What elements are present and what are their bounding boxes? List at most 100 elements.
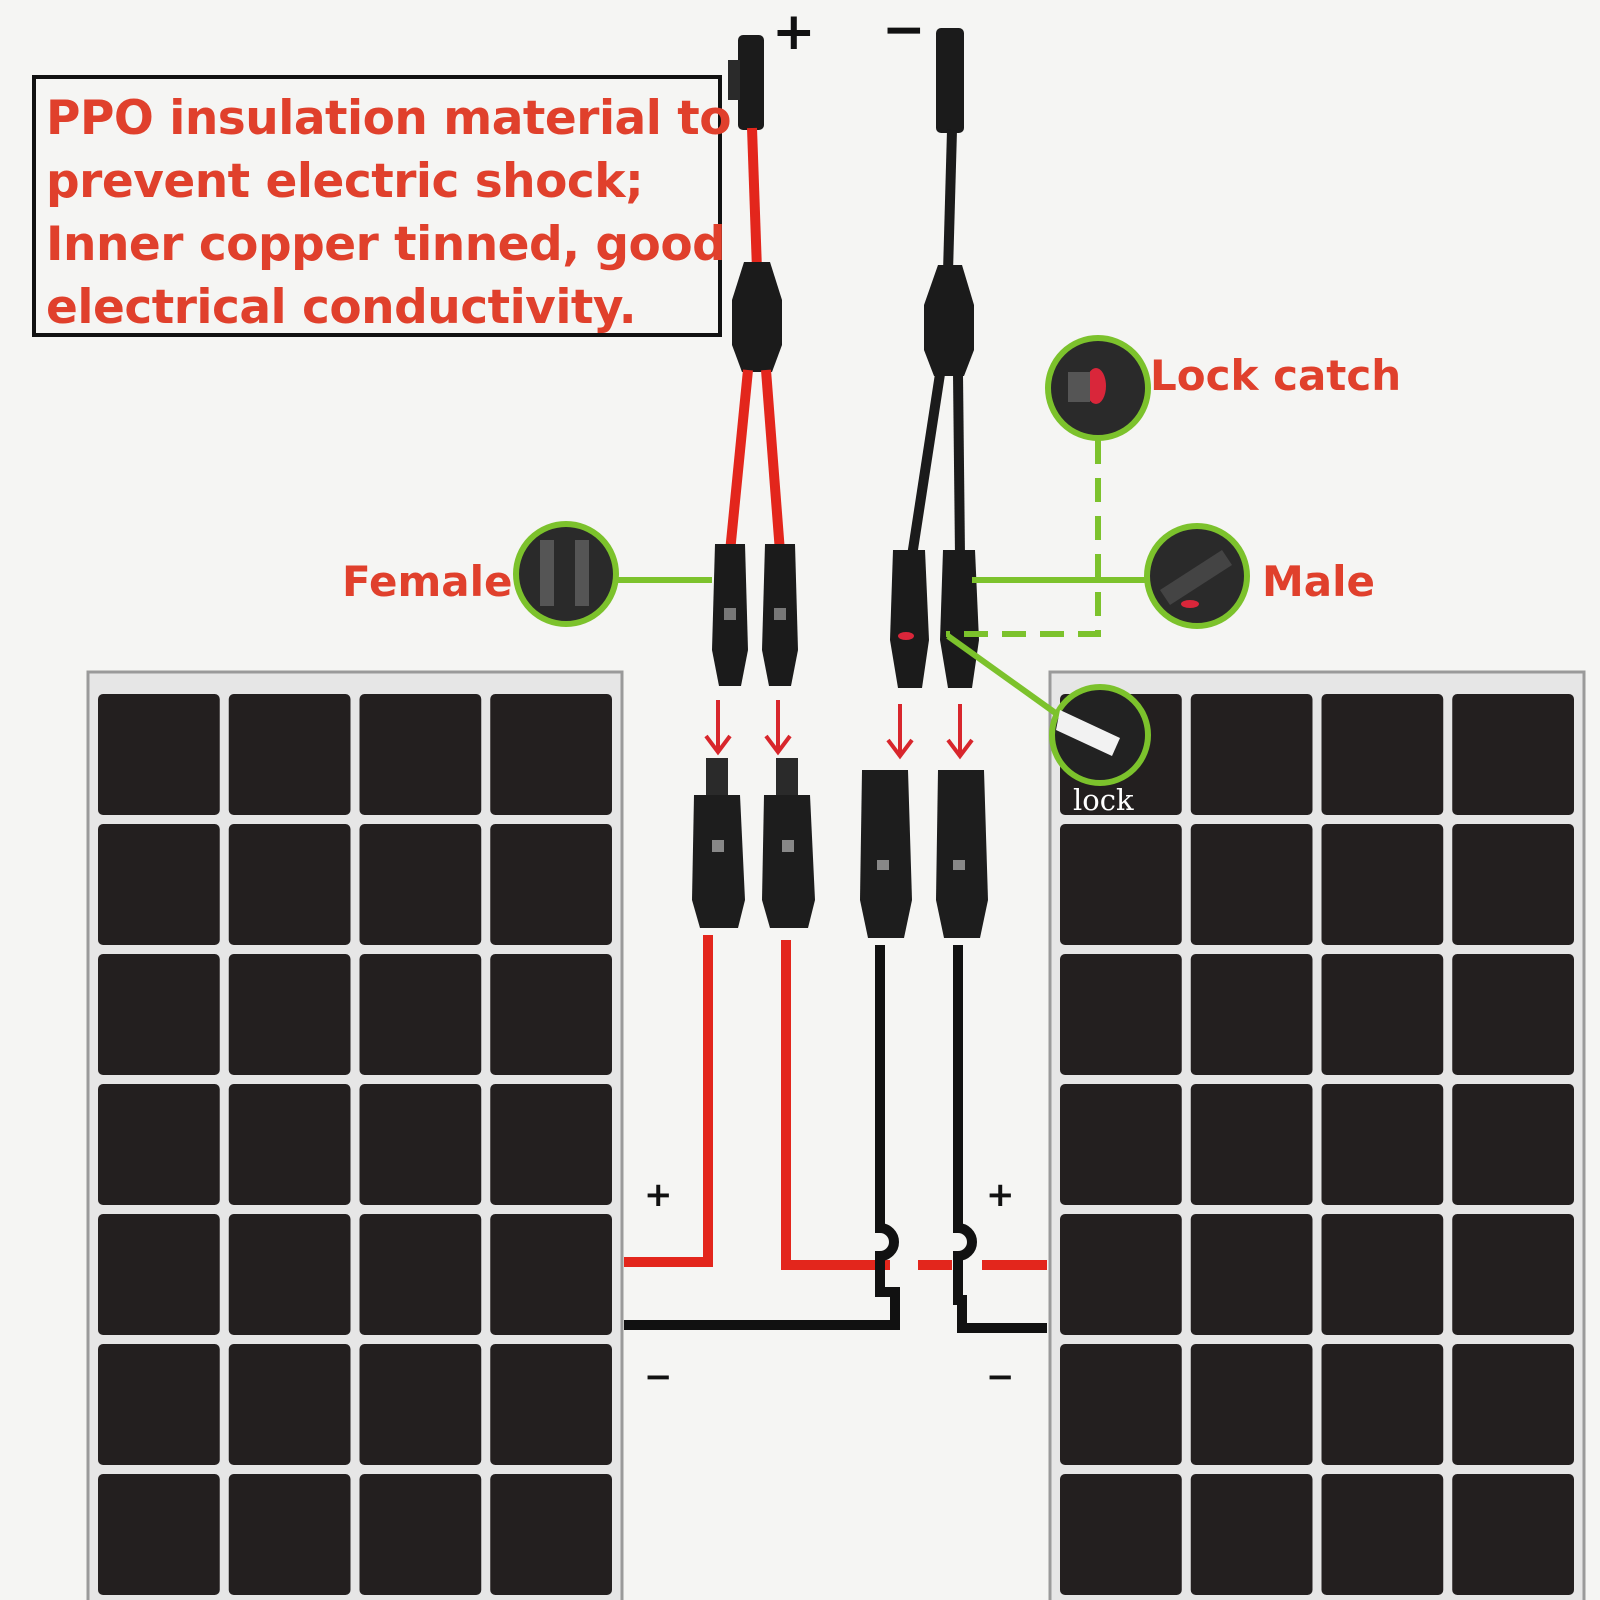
solar-cell [1060, 1474, 1182, 1595]
left-panel-positive-sign: + [644, 1175, 673, 1215]
male-label: Male [1262, 557, 1376, 606]
solar-cell [1321, 954, 1444, 1075]
black-branch-right [953, 373, 965, 557]
solar-cell [359, 1084, 482, 1205]
panel-male-connector-2 [762, 758, 815, 928]
right-panel-positive-sign: + [986, 1175, 1015, 1215]
solar-cell [1321, 1344, 1444, 1465]
solar-cell [1452, 1344, 1574, 1465]
arrow-4 [946, 704, 974, 760]
solar-cell [1190, 694, 1313, 815]
solar-panel-left [86, 670, 624, 1600]
panel-male-connector-1 [692, 758, 745, 928]
solar-cell [228, 1084, 351, 1205]
panel-female-connector-1 [860, 770, 912, 938]
black-branch-left [907, 373, 945, 557]
info-box: PPO insulation material to prevent elect… [32, 75, 732, 337]
lock-catch-label: Lock catch [1150, 351, 1402, 400]
red-wire-right [781, 940, 1047, 1270]
info-line-3: Inner copper tinned, good [46, 217, 726, 272]
solar-cell [228, 694, 351, 815]
female-label: Female [342, 557, 513, 606]
red-wire-left [624, 935, 713, 1267]
solar-cell [1060, 1344, 1182, 1465]
male-red-ring [898, 632, 914, 640]
solar-cell [359, 694, 482, 815]
black-wire-left [624, 945, 900, 1330]
solar-cell [228, 1214, 351, 1335]
solar-cell [1452, 954, 1574, 1075]
solar-cell [1190, 1084, 1313, 1205]
solar-cell [1321, 824, 1444, 945]
lock-catch-dashed-line [946, 440, 1101, 637]
black-cable-trunk [943, 129, 957, 273]
solar-cell [228, 954, 351, 1075]
arrow-1 [704, 700, 732, 756]
info-line-4: electrical conductivity. [46, 280, 637, 335]
red-cable-trunk [747, 127, 762, 271]
solar-cell [490, 1474, 612, 1595]
solar-cell [228, 1474, 351, 1595]
right-panel-negative-sign: − [986, 1357, 1015, 1397]
solar-cell [1321, 1214, 1444, 1335]
solar-cell [1060, 1214, 1182, 1335]
insert-arrows [704, 700, 974, 760]
y-branch-positive [712, 35, 798, 686]
solar-cell [228, 1344, 351, 1465]
solar-cell [1321, 1474, 1444, 1595]
solar-cell [1190, 1474, 1313, 1595]
y-splitter-negative [924, 265, 974, 376]
lock-label: lock [1073, 783, 1134, 817]
solar-cell [490, 954, 612, 1075]
solar-cell [359, 824, 482, 945]
info-line-2: prevent electric shock; [46, 154, 644, 209]
lock-leader-line [946, 633, 1070, 725]
lock-catch-zoom-circle [1045, 335, 1151, 441]
top-negative-sign: − [882, 0, 926, 60]
y-splitter-positive [732, 262, 782, 372]
solar-cell [1060, 1084, 1182, 1205]
solar-cell [98, 1344, 220, 1465]
female-left-window [724, 608, 736, 620]
solar-cell [1452, 824, 1574, 945]
solar-cell [490, 824, 612, 945]
black-wire-right [953, 945, 1047, 1333]
solar-panel-right [1048, 670, 1586, 1600]
solar-cell [490, 694, 612, 815]
y-branch-negative [890, 28, 979, 688]
solar-cell [1190, 1214, 1313, 1335]
solar-cell [1190, 954, 1313, 1075]
solar-cell [359, 1214, 482, 1335]
solar-cell [98, 1474, 220, 1595]
solar-cell [1190, 824, 1313, 945]
top-positive-sign: + [772, 2, 816, 62]
solar-cell [1060, 954, 1182, 1075]
solar-cell [98, 694, 220, 815]
panel-wiring [624, 935, 1047, 1333]
female-right-window [774, 608, 786, 620]
solar-cell [490, 1344, 612, 1465]
solar-cell [490, 1084, 612, 1205]
solar-cell [1452, 1474, 1574, 1595]
callouts [616, 440, 1146, 725]
arrow-2 [764, 700, 792, 756]
male-connector-left [890, 550, 929, 688]
solar-cell [1060, 824, 1182, 945]
female-zoom-circle [513, 521, 619, 627]
panel-female-connector-2 [936, 770, 988, 938]
solar-cell [1452, 694, 1574, 815]
red-branch-right [761, 369, 785, 553]
solar-cell [98, 824, 220, 945]
solar-cell [228, 824, 351, 945]
solar-cell [1321, 1084, 1444, 1205]
solar-cell [359, 954, 482, 1075]
solar-cell [98, 1084, 220, 1205]
left-panel-negative-sign: − [644, 1357, 673, 1397]
solar-cell [1452, 1084, 1574, 1205]
arrow-3 [886, 704, 914, 760]
solar-cell [1452, 1214, 1574, 1335]
lock-zoom-circle [1049, 684, 1151, 786]
info-line-1: PPO insulation material to [46, 91, 732, 146]
